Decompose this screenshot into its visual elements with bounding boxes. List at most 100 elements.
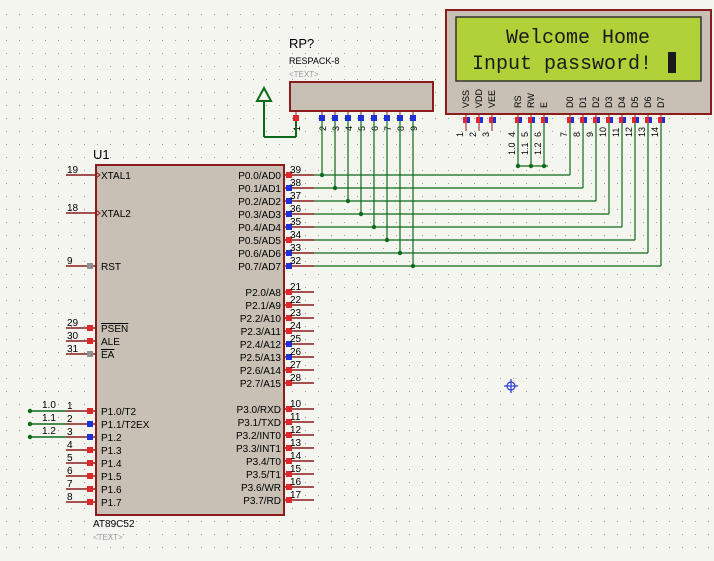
respack-pin-8[interactable] <box>397 115 403 121</box>
lcd-pin-D5[interactable] <box>632 117 638 123</box>
lcd-pin-VDD[interactable] <box>476 117 482 123</box>
respack-pin-6[interactable] <box>371 115 377 121</box>
respack-pin-7[interactable] <box>384 115 390 121</box>
respack-pin-num: 4 <box>344 126 354 131</box>
lcd-pin-RS[interactable] <box>515 117 521 123</box>
pin-marker <box>286 380 292 386</box>
chip-pin-P1.1/T2EX[interactable]: 2P1.1/T2EX <box>66 414 150 431</box>
pin-marker <box>87 263 93 269</box>
lcd-pin-D4[interactable] <box>619 117 625 123</box>
lcd-pin-E[interactable] <box>541 117 547 123</box>
pin-name: P1.2 <box>101 433 122 444</box>
lcd-pin-num: 10 <box>598 127 608 137</box>
lcd-pin-D3[interactable] <box>606 117 612 123</box>
lcd-pin-D0[interactable] <box>567 117 573 123</box>
chip-body[interactable] <box>95 164 285 516</box>
lcd-pin-D7[interactable] <box>658 117 664 123</box>
respack-pin-5[interactable] <box>358 115 364 121</box>
lcd-pin-name: VSS <box>461 90 471 108</box>
pin-marker <box>87 499 93 505</box>
pin-name: P3.0/RXD <box>237 405 281 416</box>
respack-pin-2[interactable] <box>319 115 325 121</box>
pin-num: 5 <box>67 453 73 464</box>
junction-dot <box>27 421 33 427</box>
respack-pin-9[interactable] <box>410 115 416 121</box>
lcd-pin-VEE[interactable] <box>489 117 495 123</box>
chip-pin-P1.5[interactable]: 6P1.5 <box>66 466 122 483</box>
respack-pin-1[interactable] <box>293 115 299 121</box>
lcd-pin-name: D5 <box>630 96 640 108</box>
lcd-line-2: Input password! <box>472 53 652 76</box>
chip-pin-P1.0/T2[interactable]: 1P1.0/T2 <box>66 401 136 418</box>
pin-name: P1.0/T2 <box>101 407 136 418</box>
chip-pin-P1.2[interactable]: 3P1.2 <box>66 427 122 444</box>
crosshair-icon <box>504 379 518 393</box>
lcd-pin-D1[interactable] <box>580 117 586 123</box>
lcd-pin-D2[interactable] <box>593 117 599 123</box>
lcd-pin-VSS[interactable] <box>463 117 469 123</box>
lcd-pin-marker <box>636 117 639 123</box>
chip-pin-P1.4[interactable]: 5P1.4 <box>66 453 122 470</box>
chip-pin-P1.3[interactable]: 4P1.3 <box>66 440 122 457</box>
mcu-chip[interactable]: U1AT89C52<TEXT>19XTAL118XTAL29RST29PSEN3… <box>66 147 314 542</box>
chip-ref: U1 <box>93 147 110 162</box>
lcd-screen <box>455 16 702 82</box>
pin-marker <box>87 325 93 331</box>
respack-pin-num: 2 <box>318 126 328 131</box>
chip-pin-P1.7[interactable]: 8P1.7 <box>66 492 122 509</box>
lcd-pin-marker <box>493 117 496 123</box>
pin-name: P1.5 <box>101 472 122 483</box>
lcd-pin-num: 14 <box>650 127 660 137</box>
chip-pin-P1.6[interactable]: 7P1.6 <box>66 479 122 496</box>
lcd-pin-D6[interactable] <box>645 117 651 123</box>
respack-pin-4[interactable] <box>345 115 351 121</box>
pin-marker <box>286 471 292 477</box>
lcd-pin-name: D4 <box>617 96 627 108</box>
respack-pin-3[interactable] <box>332 115 338 121</box>
pin-marker <box>286 367 292 373</box>
junction-dot <box>358 211 364 217</box>
lcd-pin-name: VDD <box>474 88 484 108</box>
pin-name: P3.6/WR <box>241 483 281 494</box>
lcd-pin-RW[interactable] <box>528 117 534 123</box>
pin-marker <box>286 224 292 230</box>
respack[interactable]: RP?RESPACK-8<TEXT>123456789 <box>289 36 434 131</box>
pin-name: P3.4/T0 <box>246 457 281 468</box>
respack-body[interactable] <box>289 81 434 112</box>
pin-num: 25 <box>290 334 302 345</box>
pin-marker <box>87 434 93 440</box>
